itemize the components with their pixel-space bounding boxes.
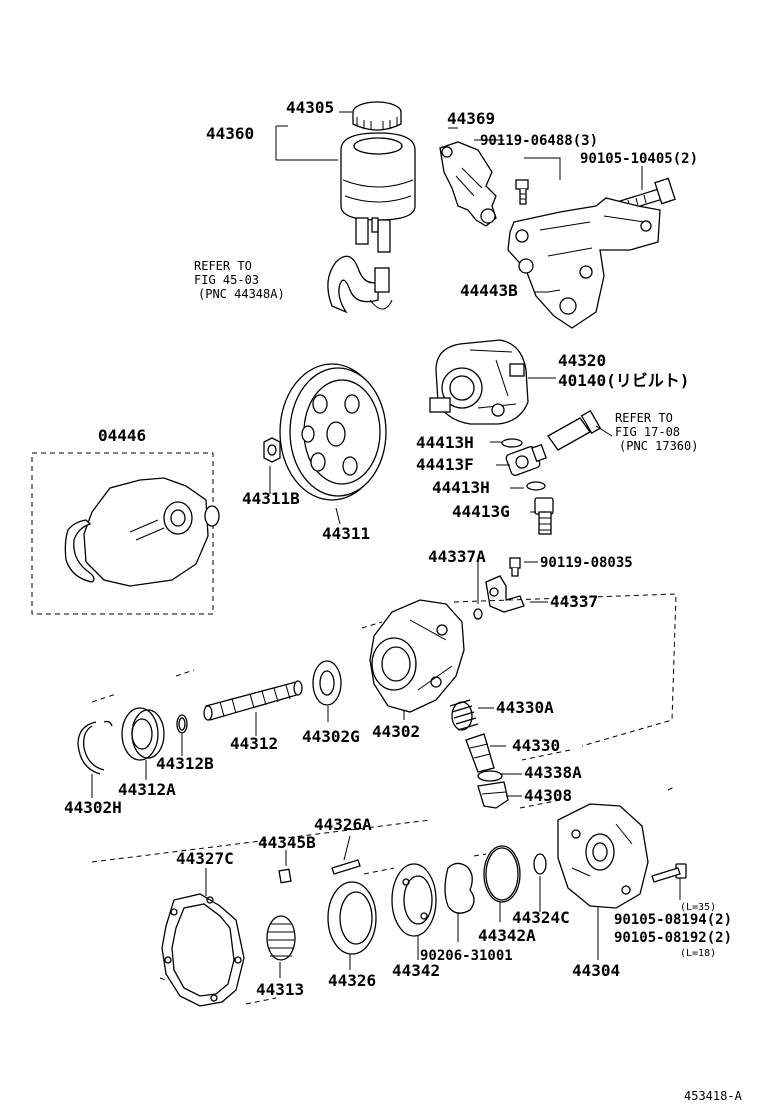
- oring-44337A: [473, 608, 483, 620]
- reservoir-cap: [352, 101, 402, 131]
- label-04446: 04446: [98, 426, 146, 445]
- refer-note-2-line3: (PNC 17360): [619, 439, 698, 453]
- label-44308: 44308: [524, 786, 572, 805]
- length-note-18: (L=18): [680, 948, 716, 959]
- refer-note-1-line1: REFER TO: [194, 259, 252, 273]
- refer-note-2-line1: REFER TO: [615, 411, 673, 425]
- label-44312: 44312: [230, 734, 278, 753]
- label-44342A: 44342A: [478, 926, 536, 945]
- rotor-44313: [266, 915, 296, 961]
- reservoir-tank: [340, 132, 416, 253]
- pressure-switch: [547, 409, 602, 451]
- label-44302H: 44302H: [64, 798, 122, 817]
- gasket-44413H-b: [526, 481, 546, 491]
- bolt-90119-06488: [515, 179, 529, 205]
- label-90206-31001: 90206-31001: [420, 948, 513, 964]
- label-44305: 44305: [286, 98, 334, 117]
- shaft-44312: [203, 680, 303, 721]
- union-44413F: [505, 443, 547, 476]
- assembly-outline-low: [91, 785, 677, 1005]
- pin-44326A: [331, 859, 361, 875]
- oring-44338A: [477, 770, 503, 782]
- union-44337: [485, 575, 525, 613]
- figure-id: 453418-A: [684, 1089, 743, 1103]
- label-90105-08192: 90105-08192(2): [614, 930, 732, 946]
- gasket-44413H-a: [501, 438, 523, 448]
- cam-ring-44326: [327, 881, 377, 955]
- label-44311B: 44311B: [242, 489, 300, 508]
- gasket-90206-31001: [444, 862, 475, 914]
- label-44326A: 44326A: [314, 815, 372, 834]
- refer-note-2-line2: FIG 17-08: [615, 425, 680, 439]
- plug-44308: [477, 781, 509, 809]
- snap-ring-44302H: [77, 720, 113, 775]
- label-44304: 44304: [572, 961, 620, 980]
- bracket-44369: [439, 141, 497, 227]
- oring-44342A: [483, 845, 521, 903]
- label-90105-08194: 90105-08194(2): [614, 912, 732, 928]
- refer-note-1-line3: (PNC 44348A): [198, 287, 285, 301]
- bracket-44443B: [507, 197, 661, 329]
- label-44443B: 44443B: [460, 281, 518, 300]
- valve-44330: [465, 733, 495, 773]
- axis-line: [363, 853, 487, 875]
- label-44312B: 44312B: [156, 754, 214, 773]
- oring-44324C: [533, 853, 547, 875]
- label-90119-06488: 90119-06488(3): [480, 133, 598, 149]
- return-hose: [327, 255, 393, 314]
- label-44338A: 44338A: [524, 763, 582, 782]
- leader-lines: [91, 111, 681, 978]
- pump-body-44302: [369, 599, 465, 713]
- label-90119-08035: 90119-08035: [540, 555, 633, 571]
- pulley-44311: [279, 363, 387, 501]
- label-44360: 44360: [206, 124, 254, 143]
- rear-housing-44304: [557, 803, 649, 909]
- label-44413G: 44413G: [452, 502, 510, 521]
- label-40140: 40140(リビルト): [558, 371, 689, 390]
- spring-44330A: [449, 699, 479, 731]
- label-44342: 44342: [392, 961, 440, 980]
- pin-44345B: [278, 868, 292, 884]
- bolt-90119-08035: [509, 557, 521, 577]
- label-44413F: 44413F: [416, 455, 474, 474]
- label-44337: 44337: [550, 592, 598, 611]
- label-44330: 44330: [512, 736, 560, 755]
- label-44302G: 44302G: [302, 727, 360, 746]
- snap-ring-44312B: [176, 714, 188, 734]
- label-44337A: 44337A: [428, 547, 486, 566]
- plate-44342: [391, 863, 437, 937]
- label-44369: 44369: [447, 109, 495, 128]
- label-44320: 44320: [558, 351, 606, 370]
- assembly-outline-mid: [91, 593, 677, 761]
- bearing-44312A: [121, 707, 165, 761]
- label-90105-10405: 90105-10405(2): [580, 151, 698, 167]
- label-44302: 44302: [372, 722, 420, 741]
- kit-box-04446: [31, 452, 220, 615]
- label-44327C: 44327C: [176, 849, 234, 868]
- label-44311: 44311: [322, 524, 370, 543]
- label-44312A: 44312A: [118, 780, 176, 799]
- bolt-44413G: [534, 497, 554, 535]
- label-44326: 44326: [328, 971, 376, 990]
- bolt-90105-08194: [651, 863, 687, 883]
- gasket-44327C: [161, 893, 245, 1007]
- label-44313: 44313: [256, 980, 304, 999]
- label-44330A: 44330A: [496, 698, 554, 717]
- bearing-44302G: [312, 660, 342, 706]
- label-44345B: 44345B: [258, 833, 316, 852]
- label-44413H-a: 44413H: [416, 433, 474, 452]
- nut-44311B: [263, 437, 281, 463]
- label-44324C: 44324C: [512, 908, 570, 927]
- label-44413H-b: 44413H: [432, 478, 490, 497]
- refer-note-1-line2: FIG 45-03: [194, 273, 259, 287]
- length-note-35: (L=35): [680, 902, 716, 913]
- pump-assembly: [429, 339, 529, 425]
